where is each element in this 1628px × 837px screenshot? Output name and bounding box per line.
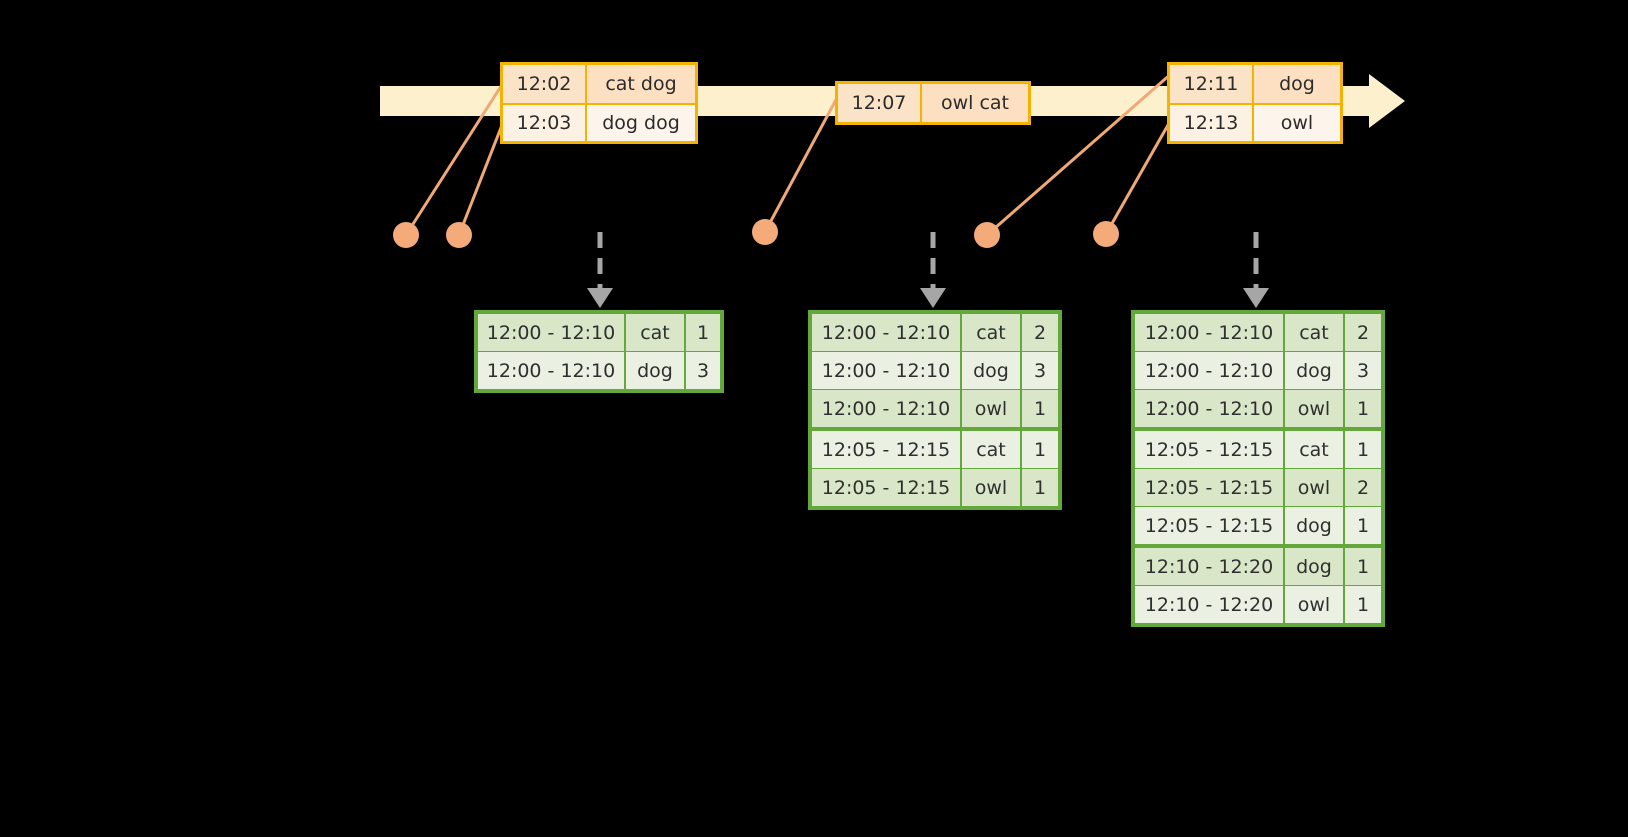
word-cell: owl	[962, 469, 1020, 506]
event-timestamp: 12:13	[1170, 105, 1254, 141]
event-timestamp: 12:11	[1170, 65, 1254, 103]
count-cell: 2	[1345, 469, 1381, 506]
word-cell: dog	[1285, 352, 1343, 389]
word-cell: owl	[962, 390, 1020, 427]
word-cell: dog	[1285, 548, 1343, 585]
emit-arrow-head-icon	[1243, 288, 1269, 308]
word-cell: owl	[1285, 390, 1343, 427]
event-dot	[1093, 221, 1119, 247]
count-cell: 3	[686, 352, 720, 389]
window-cell: 12:05 - 12:15	[812, 469, 960, 506]
connector-line	[1104, 117, 1174, 235]
count-cell: 3	[1022, 352, 1058, 389]
word-cell: dog	[1285, 507, 1343, 544]
window-cell: 12:00 - 12:10	[478, 314, 624, 351]
event-dots	[393, 219, 1119, 248]
event-timestamp: 12:02	[503, 65, 587, 103]
window-cell: 12:00 - 12:10	[1135, 314, 1283, 351]
word-cell: cat	[1285, 314, 1343, 351]
emit-arrow-head-icon	[587, 288, 613, 308]
word-cell: cat	[626, 314, 684, 351]
word-cell: dog	[626, 352, 684, 389]
event-dot	[752, 219, 778, 245]
count-cell: 1	[1345, 390, 1381, 427]
window-cell: 12:05 - 12:15	[1135, 507, 1283, 544]
count-cell: 1	[1022, 431, 1058, 468]
window-cell: 12:05 - 12:15	[812, 431, 960, 468]
count-cell: 2	[1022, 314, 1058, 351]
word-cell: cat	[1285, 431, 1343, 468]
connector-line	[457, 119, 506, 236]
word-cell: cat	[962, 314, 1020, 351]
word-cell: owl	[1285, 586, 1343, 623]
count-cell: 1	[1345, 586, 1381, 623]
count-cell: 1	[1345, 548, 1381, 585]
window-cell: 12:00 - 12:10	[812, 314, 960, 351]
count-cell: 1	[1345, 507, 1381, 544]
window-cell: 12:05 - 12:15	[1135, 469, 1283, 506]
count-cell: 2	[1345, 314, 1381, 351]
window-cell: 12:00 - 12:10	[1135, 352, 1283, 389]
connector-line	[763, 95, 840, 233]
event-timestamp: 12:07	[838, 84, 922, 122]
timeline-arrowhead-icon	[1369, 74, 1405, 128]
emit-arrow-head-icon	[920, 288, 946, 308]
event-dot	[446, 222, 472, 248]
window-cell: 12:00 - 12:10	[1135, 390, 1283, 427]
count-cell: 3	[1345, 352, 1381, 389]
event-dot	[393, 222, 419, 248]
count-cell: 1	[1345, 431, 1381, 468]
event-words: dog dog	[587, 105, 695, 141]
count-cell: 1	[1022, 390, 1058, 427]
word-cell: owl	[1285, 469, 1343, 506]
event-dot	[974, 222, 1000, 248]
window-cell: 12:05 - 12:15	[1135, 431, 1283, 468]
count-cell: 1	[686, 314, 720, 351]
window-cell: 12:10 - 12:20	[1135, 548, 1283, 585]
event-words: owl	[1254, 105, 1340, 141]
window-cell: 12:10 - 12:20	[1135, 586, 1283, 623]
window-cell: 12:00 - 12:10	[812, 390, 960, 427]
event-timestamp: 12:03	[503, 105, 587, 141]
event-words: dog	[1254, 65, 1340, 103]
event-words: cat dog	[587, 65, 695, 103]
event-words: owl cat	[922, 84, 1028, 122]
word-cell: dog	[962, 352, 1020, 389]
window-cell: 12:00 - 12:10	[812, 352, 960, 389]
window-cell: 12:00 - 12:10	[478, 352, 624, 389]
emit-arrows	[587, 232, 1269, 308]
word-cell: cat	[962, 431, 1020, 468]
count-cell: 1	[1022, 469, 1058, 506]
